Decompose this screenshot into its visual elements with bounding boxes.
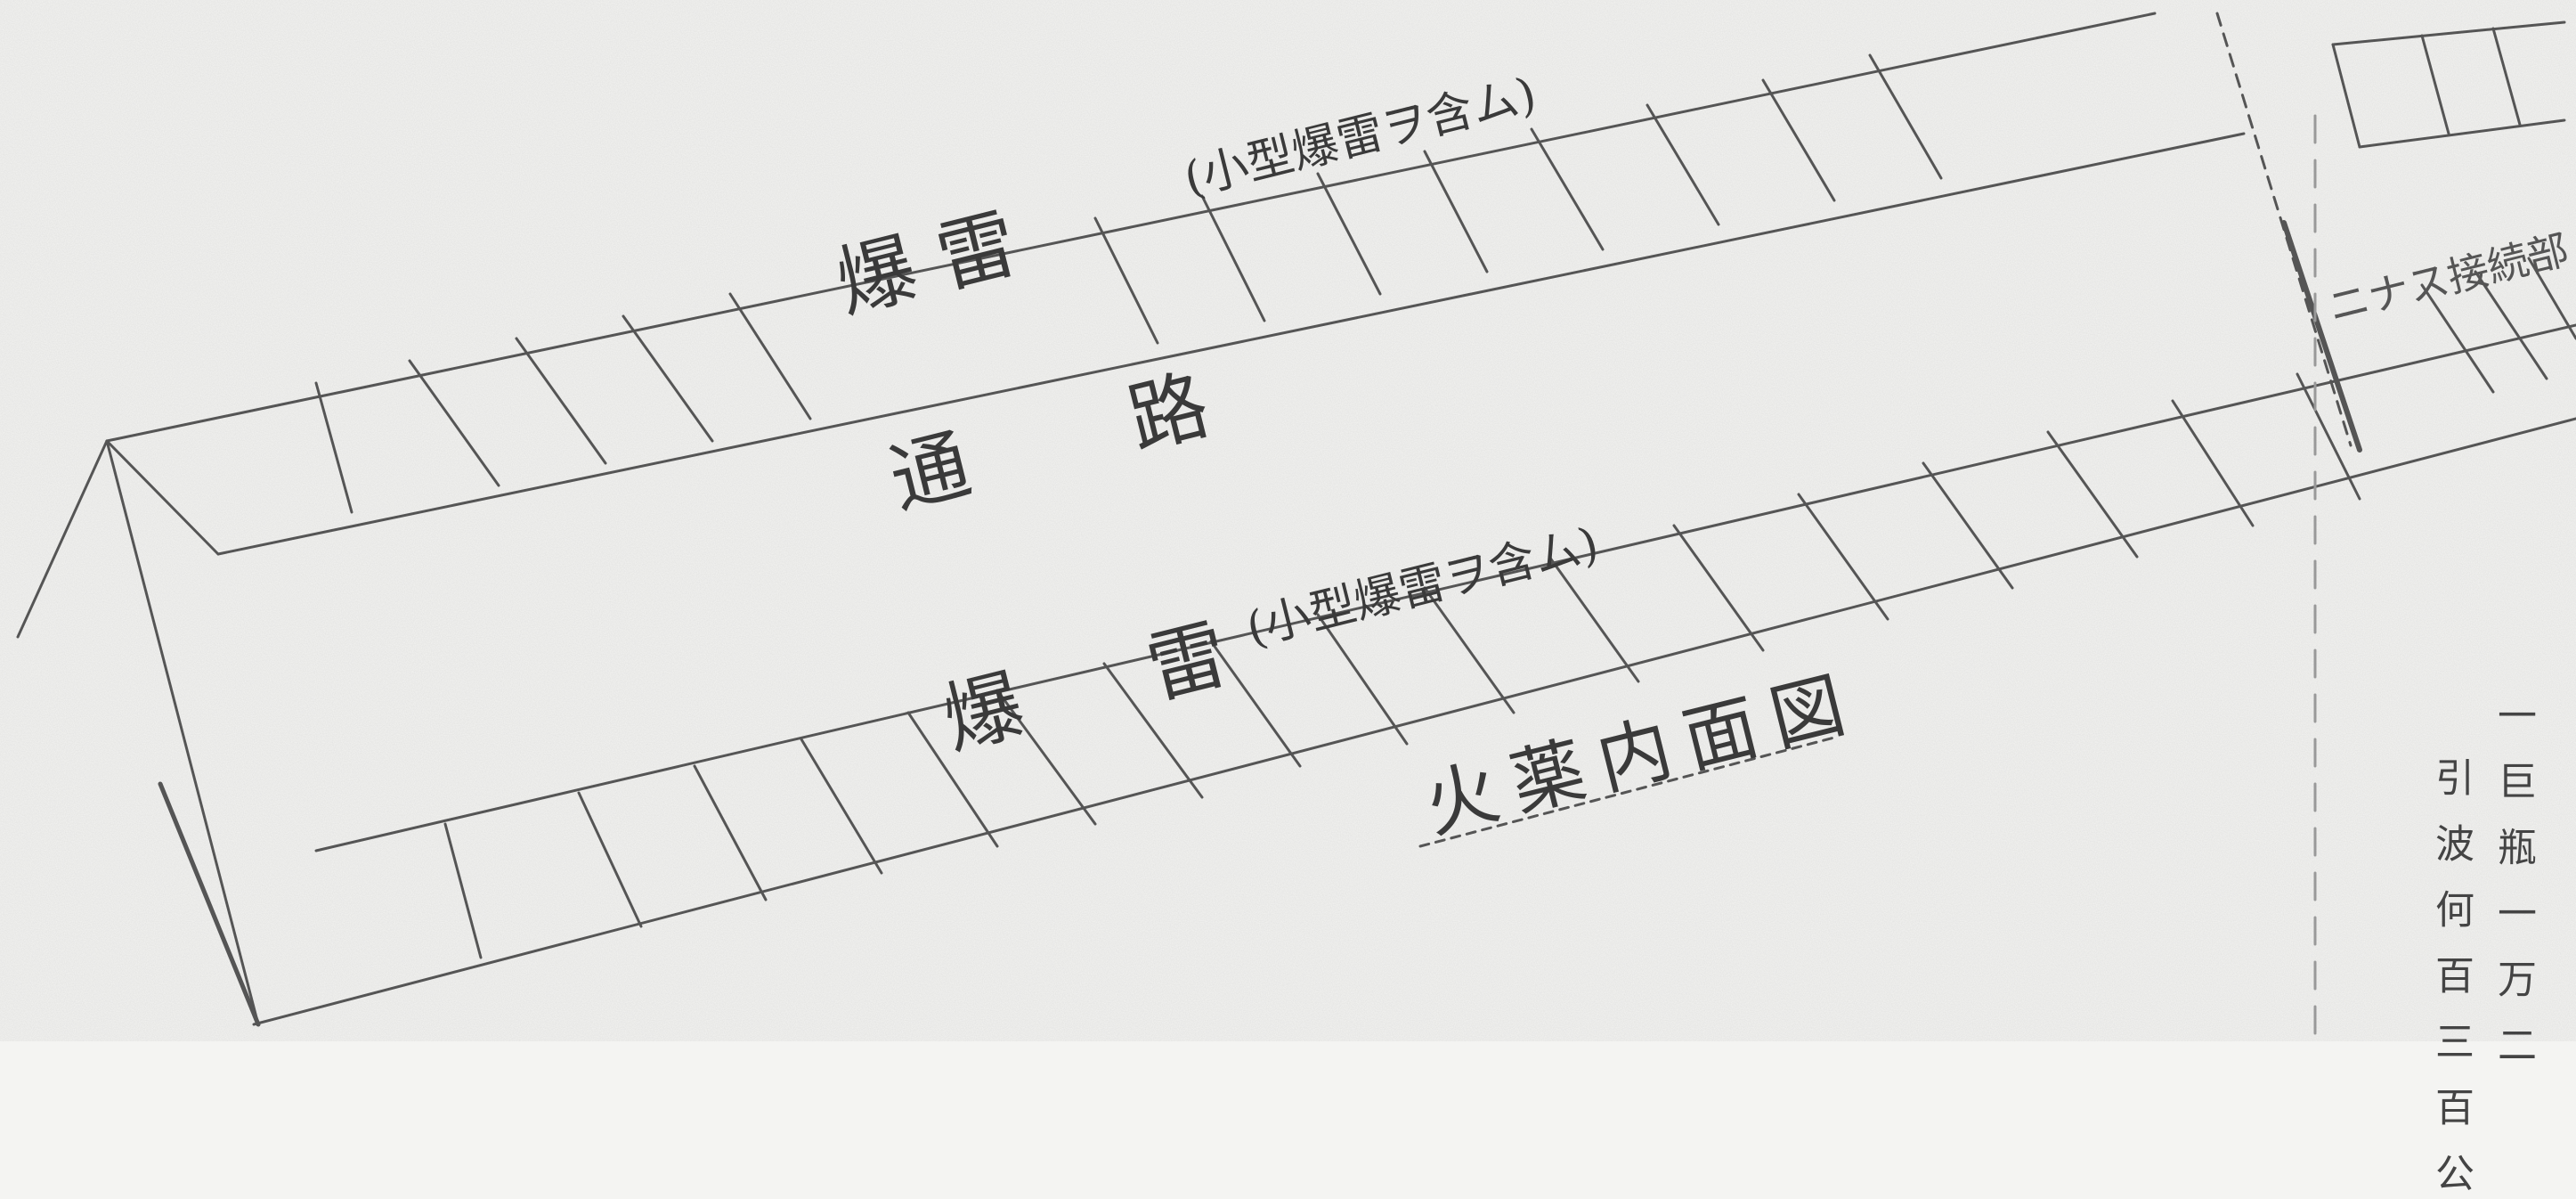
left-wall-outer [16,439,109,639]
right-section-edge [2281,220,2362,453]
right-hatching [2420,257,2576,394]
diagram-canvas [0,0,2576,1041]
upper-strip-end-edge [105,439,220,556]
paper-grain [0,0,2576,1041]
margin-note-2: 引 波 何 百 三 百 公 [2428,757,2474,1199]
lower-strip-dividers [443,372,2361,959]
title-underline [1418,736,1836,848]
upper-strip-bottom-edge [216,132,2246,556]
upper-strip-top-edge [105,12,2157,443]
left-wall-inner [158,781,261,1027]
upper-strip-dividers [314,53,1943,514]
lower-strip-top-edge [314,323,2576,852]
right-upper-strip-edge [2331,20,2566,46]
right-upper-strip-bottom [2358,118,2566,149]
left-wall-corner [105,439,260,1026]
margin-note-1: 一 巨 瓶 一 万 二 [2491,695,2536,1071]
